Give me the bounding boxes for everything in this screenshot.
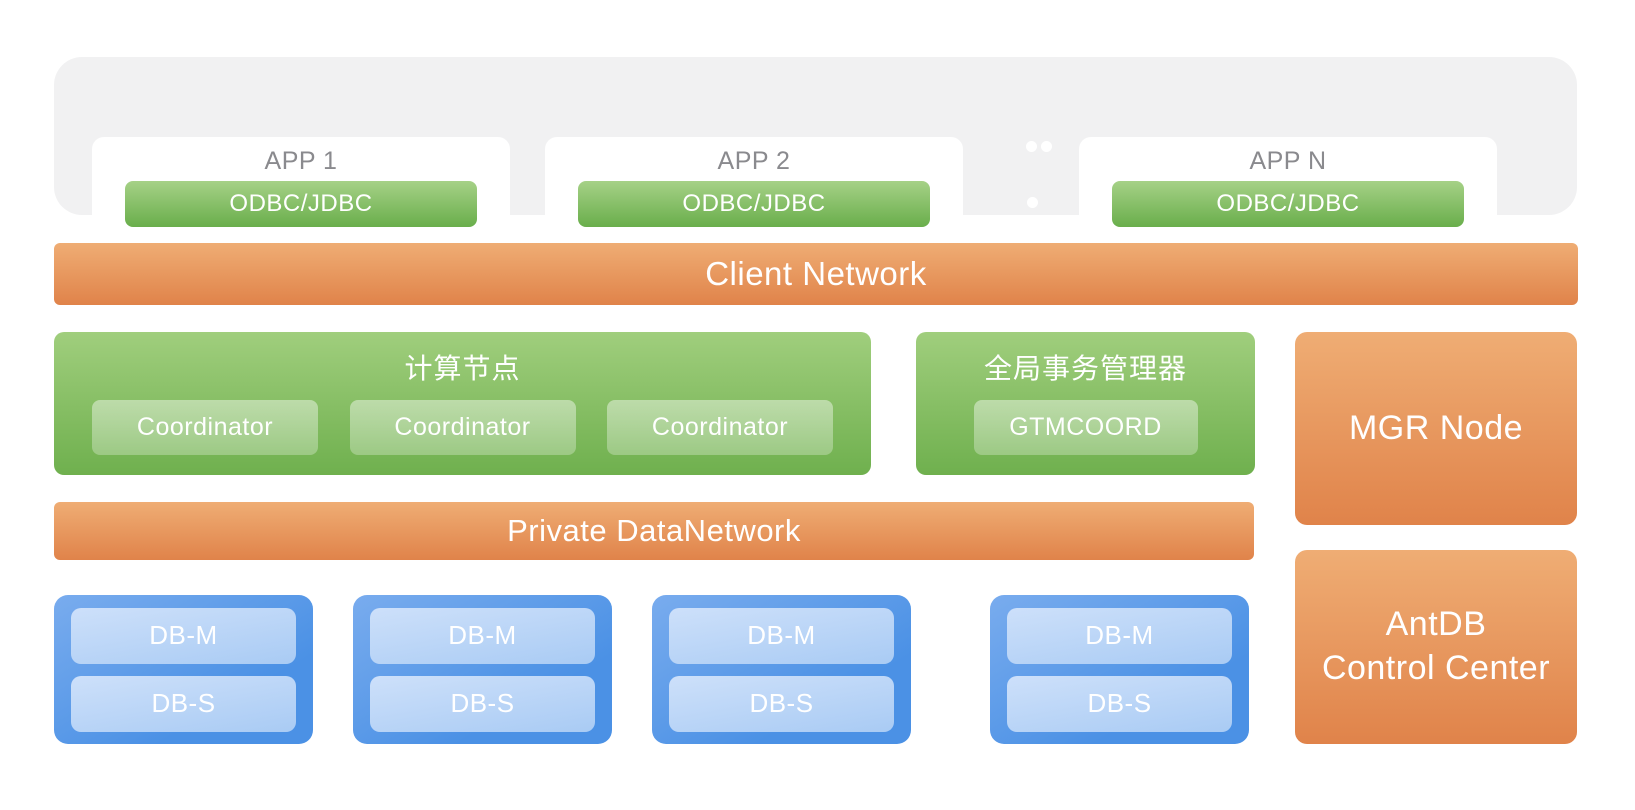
coordinator-node-3: Coordinator xyxy=(607,400,833,455)
data-node-group-3: DB-M DB-S xyxy=(652,595,911,744)
app-card-1: APP 1 ODBC/JDBC xyxy=(92,137,510,241)
more-apps-ellipsis-dot xyxy=(1027,197,1038,208)
client-network-label: Client Network xyxy=(705,255,927,292)
app-card-2: APP 2 ODBC/JDBC xyxy=(545,137,963,241)
db-standby-2: DB-S xyxy=(370,675,595,732)
control-center-line1: AntDB xyxy=(1385,605,1487,644)
app-layer-panel: APP 1 ODBC/JDBC APP 2 ODBC/JDBC APP N OD… xyxy=(54,57,1577,241)
db-master-2: DB-M xyxy=(370,607,595,664)
client-network-bar: Client Network xyxy=(54,243,1578,305)
private-data-network-label: Private DataNetwork xyxy=(507,513,801,548)
data-node-group-4: DB-M DB-S xyxy=(990,595,1249,744)
more-apps-ellipsis-dot xyxy=(1026,141,1037,152)
control-center-line2: Control Center xyxy=(1321,649,1551,687)
odbc-jdbc-badge-1: ODBC/JDBC xyxy=(125,181,477,227)
more-apps-ellipsis-dot xyxy=(1041,141,1052,152)
odbc-jdbc-badge-2: ODBC/JDBC xyxy=(578,181,930,227)
app-card-n: APP N ODBC/JDBC xyxy=(1079,137,1497,241)
gtm-box: 全局事务管理器 GTMCOORD xyxy=(916,332,1255,475)
db-master-1: DB-M xyxy=(71,607,296,664)
data-node-group-2: DB-M DB-S xyxy=(353,595,612,744)
mgr-node-box: MGR Node xyxy=(1295,332,1577,525)
db-standby-4: DB-S xyxy=(1007,675,1232,732)
coordinator-node-2: Coordinator xyxy=(349,400,576,455)
mgr-node-label: MGR Node xyxy=(1348,408,1524,447)
compute-node-title: 计算节点 xyxy=(404,353,521,384)
db-standby-1: DB-S xyxy=(71,675,296,732)
app-n-title: APP N xyxy=(1249,147,1327,175)
coordinator-row: Coordinator Coordinator Coordinator xyxy=(54,400,871,455)
db-master-4: DB-M xyxy=(1007,607,1232,664)
db-master-3: DB-M xyxy=(669,607,894,664)
odbc-jdbc-badge-n: ODBC/JDBC xyxy=(1112,181,1464,227)
gtmcoord-node: GTMCOORD xyxy=(973,400,1198,455)
data-node-group-1: DB-M DB-S xyxy=(54,595,313,744)
db-standby-3: DB-S xyxy=(669,675,894,732)
compute-node-box: 计算节点 Coordinator Coordinator Coordinator xyxy=(54,332,871,475)
antdb-control-center-box: AntDB Control Center xyxy=(1295,550,1577,744)
coordinator-node-1: Coordinator xyxy=(92,400,318,455)
app-2-title: APP 2 xyxy=(717,147,791,175)
private-data-network-bar: Private DataNetwork xyxy=(54,502,1254,560)
gtm-title: 全局事务管理器 xyxy=(983,353,1187,384)
app-1-title: APP 1 xyxy=(264,147,338,175)
gtm-node-row: GTMCOORD xyxy=(916,400,1255,455)
